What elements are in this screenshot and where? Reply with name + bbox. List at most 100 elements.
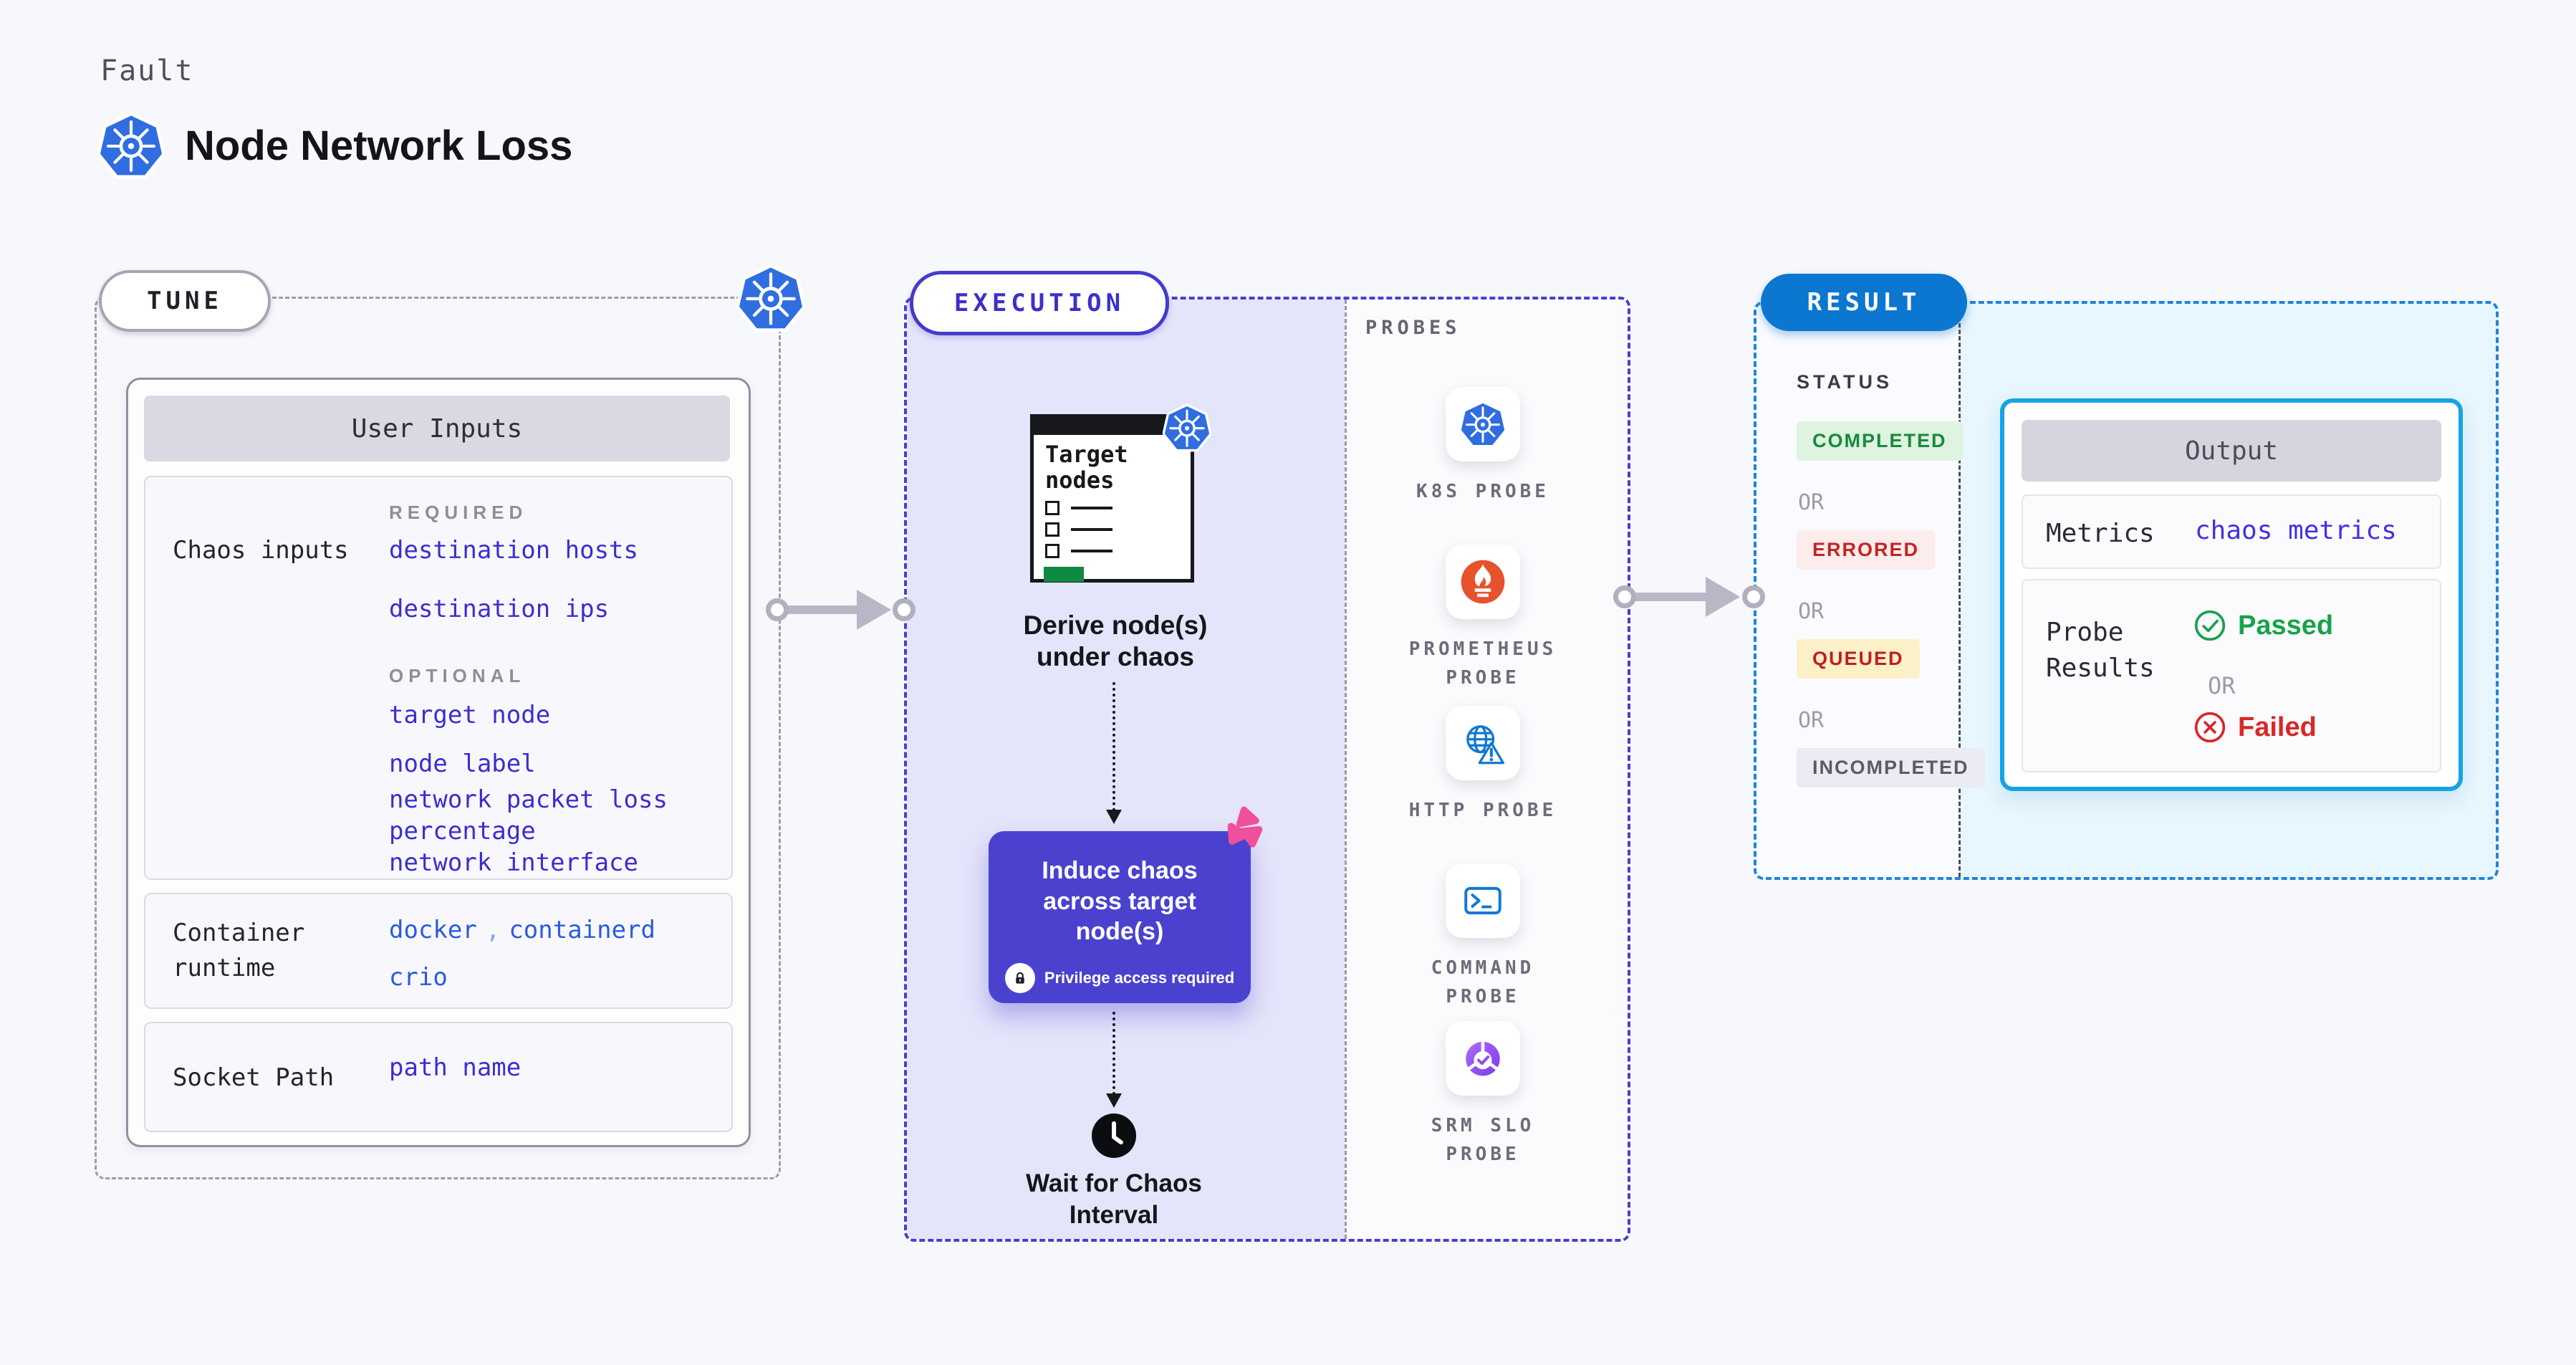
flow-arrow-down: [1106, 1012, 1122, 1108]
kubernetes-icon: [1459, 401, 1506, 448]
probe-prometheus-label: PROMETHEUS PROBE: [1408, 638, 1557, 689]
wait-caption: Wait for Chaos Interval: [1026, 1169, 1202, 1229]
optional-heading: OPTIONAL: [389, 665, 526, 686]
target-nodes-title: Target nodes: [1045, 441, 1128, 494]
link-destination-ips[interactable]: destination ips: [389, 595, 610, 623]
link-node-label[interactable]: node label: [389, 749, 536, 778]
kubernetes-icon: [736, 264, 805, 332]
induce-chaos-title: Induce chaos across target node(s): [1042, 857, 1198, 945]
metrics-label: Metrics: [2046, 519, 2155, 548]
chaos-inputs-section: Chaos inputs REQUIRED destination hosts …: [144, 476, 733, 880]
terminal-icon: [1459, 877, 1506, 924]
page-title-row: Node Network Loss: [97, 112, 572, 179]
runtime-values-row: docker, containerd: [389, 914, 655, 946]
status-badge-completed: COMPLETED: [1797, 421, 1963, 461]
privilege-note-row: Privilege access required: [989, 962, 1251, 993]
status-badge-errored: ERRORED: [1797, 530, 1936, 570]
flow-arrow-execution-to-result: [1635, 577, 1740, 617]
checkbox-icon: [1045, 522, 1059, 537]
runtime-separator: ,: [485, 916, 501, 944]
probe-results-row: Probe Results Passed OR Failed: [2022, 579, 2441, 772]
node-checklist-row: [1045, 543, 1191, 558]
user-inputs-card: User Inputs Chaos inputs REQUIRED destin…: [126, 378, 751, 1147]
or-separator: OR: [2208, 672, 2236, 699]
link-crio[interactable]: crio: [389, 963, 448, 992]
page-title: Node Network Loss: [185, 122, 573, 169]
fault-kicker: Fault: [100, 54, 194, 87]
clock-icon: [1090, 1112, 1138, 1159]
node-checklist-row: [1045, 500, 1191, 515]
execution-section-boundary: [904, 297, 1630, 1242]
failed-label: Failed: [2238, 712, 2317, 742]
probe-srm-slo-label: SRM SLO PROBE: [1431, 1115, 1535, 1166]
container-runtime-label: Container runtime: [173, 919, 305, 983]
link-destination-hosts[interactable]: destination hosts: [389, 536, 638, 565]
connector-dot: [1613, 585, 1636, 608]
connector-dot: [893, 598, 915, 621]
result-section-label: RESULT: [1761, 274, 1967, 331]
probe-k8s[interactable]: [1446, 387, 1520, 461]
failed-row: Failed: [2193, 711, 2317, 744]
socket-path-label: Socket Path: [173, 1063, 335, 1092]
output-header: Output: [2022, 420, 2441, 482]
http-globe-warning-icon: [1459, 719, 1506, 767]
line-glyph: [1071, 527, 1112, 531]
tune-section-boundary: [95, 297, 781, 1179]
probe-srm-slo[interactable]: [1446, 1021, 1520, 1096]
socket-path-section: Socket Path path name: [144, 1022, 733, 1132]
flow-arrow-down: [1106, 682, 1122, 824]
probe-command[interactable]: [1446, 863, 1520, 938]
green-button-glyph: [1044, 566, 1084, 582]
status-badge-queued: QUEUED: [1797, 639, 1920, 679]
or-separator: OR: [1798, 599, 1825, 624]
line-glyph: [1071, 506, 1112, 509]
link-chaos-metrics[interactable]: chaos metrics: [2195, 516, 2397, 545]
flow-arrow-tune-to-execution: [788, 590, 891, 630]
privilege-note: Privilege access required: [1044, 968, 1235, 987]
line-glyph: [1071, 549, 1112, 552]
kubernetes-icon: [1163, 403, 1211, 452]
probes-heading: PROBES: [1365, 317, 1461, 339]
container-runtime-section: Container runtime docker, containerd crio: [144, 893, 733, 1009]
kubernetes-logo-icon: [97, 112, 165, 179]
link-network-interface[interactable]: network interface: [389, 848, 638, 877]
link-containerd[interactable]: containerd: [509, 916, 656, 944]
execution-section-label: EXECUTION: [910, 271, 1169, 335]
chaos-inputs-label: Chaos inputs: [173, 536, 349, 565]
status-heading: STATUS: [1797, 371, 1893, 393]
probe-results-label: Probe Results: [2046, 618, 2155, 684]
passed-row: Passed: [2193, 609, 2333, 642]
probe-http-label: HTTP PROBE: [1408, 800, 1557, 821]
x-circle-icon: [2193, 711, 2226, 744]
check-circle-icon: [2193, 609, 2226, 642]
required-heading: REQUIRED: [389, 502, 528, 523]
target-nodes-illustration: Target nodes: [1030, 414, 1194, 583]
slo-donut-check-icon: [1459, 1035, 1506, 1082]
derive-nodes-caption: Derive node(s) under chaos: [1023, 610, 1208, 672]
lock-icon: [1004, 962, 1035, 993]
induce-chaos-step: Induce chaos across target node(s) Privi…: [989, 831, 1251, 1003]
checkbox-icon: [1045, 500, 1059, 515]
probe-http[interactable]: [1446, 706, 1520, 780]
prometheus-icon: [1459, 558, 1506, 605]
checkbox-icon: [1045, 543, 1059, 558]
probe-prometheus[interactable]: [1446, 545, 1520, 619]
link-target-node[interactable]: target node: [389, 701, 551, 729]
litmus-chaos-icon: [1218, 801, 1272, 856]
user-inputs-header: User Inputs: [144, 396, 730, 461]
link-path-name[interactable]: path name: [389, 1053, 522, 1082]
tune-section-label: TUNE: [99, 270, 271, 332]
connector-dot: [1742, 585, 1765, 608]
link-network-packet-loss-percentage[interactable]: network packet loss percentage: [389, 785, 668, 846]
or-separator: OR: [1798, 490, 1825, 515]
link-docker[interactable]: docker: [389, 916, 477, 944]
node-checklist-row: [1045, 522, 1191, 537]
probe-k8s-label: K8S PROBE: [1416, 481, 1549, 502]
or-separator: OR: [1798, 708, 1825, 733]
connector-dot: [766, 598, 789, 621]
metrics-row: Metrics chaos metrics: [2022, 494, 2441, 569]
output-card: Output Metrics chaos metrics Probe Resul…: [2000, 398, 2463, 791]
probe-command-label: COMMAND PROBE: [1431, 957, 1535, 1008]
passed-label: Passed: [2238, 610, 2334, 641]
